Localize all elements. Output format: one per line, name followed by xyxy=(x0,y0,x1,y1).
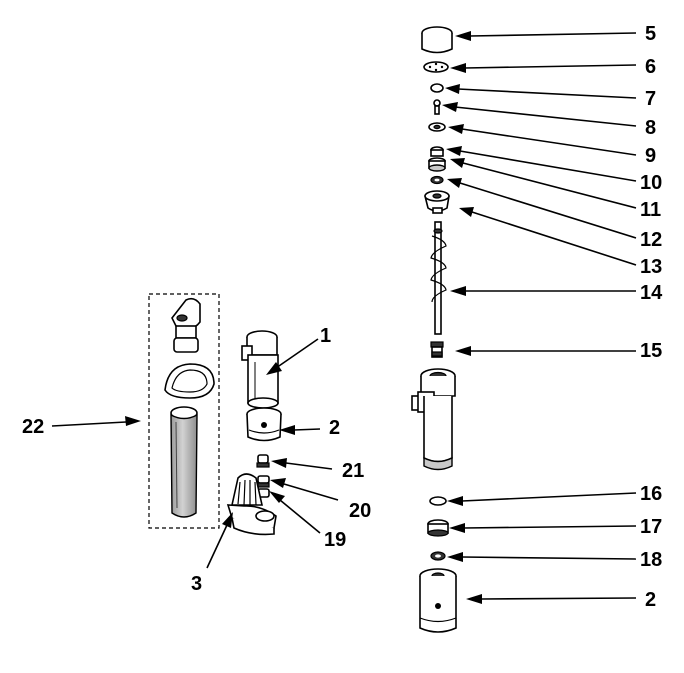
part-plate xyxy=(423,61,449,73)
callout-1: 1 xyxy=(320,325,331,347)
callout-3: 3 xyxy=(191,573,202,595)
callout-12: 12 xyxy=(640,229,662,251)
callout-19: 19 xyxy=(324,529,346,551)
callout-6: 6 xyxy=(645,56,656,78)
callout-11: 11 xyxy=(640,199,661,221)
part-o-ring-small xyxy=(430,83,444,93)
part-bushing xyxy=(430,146,444,157)
callout-2-right: 2 xyxy=(645,589,656,611)
callout-13: 13 xyxy=(640,256,662,278)
belt-loop xyxy=(164,363,215,399)
callout-14: 14 xyxy=(640,282,663,304)
small-seal-stack xyxy=(256,454,270,498)
part-base-lower xyxy=(419,568,457,633)
callout-5: 5 xyxy=(645,23,656,45)
part-bearing xyxy=(430,551,446,561)
callout-9: 9 xyxy=(645,145,656,167)
part-gland xyxy=(427,519,449,537)
callout-2-left: 2 xyxy=(329,417,340,439)
part-screw-shaft xyxy=(430,221,447,335)
callout-18: 18 xyxy=(640,549,662,571)
part-seal xyxy=(430,175,444,185)
callout-22: 22 xyxy=(22,416,44,438)
part-fitting xyxy=(430,341,444,358)
callout-7: 7 xyxy=(645,88,656,110)
part-pin xyxy=(433,99,441,115)
callout-20: 20 xyxy=(349,500,371,522)
housing-base xyxy=(246,407,282,442)
filter-tube xyxy=(170,406,198,518)
kit-outline-box xyxy=(148,293,220,529)
part-collar xyxy=(428,157,446,172)
part-cap xyxy=(421,26,453,54)
callout-15: 15 xyxy=(640,340,662,362)
leader-lines xyxy=(51,31,637,604)
part-ring xyxy=(428,122,446,132)
callout-21: 21 xyxy=(342,460,364,482)
callout-16: 16 xyxy=(640,483,662,505)
elbow-fitting xyxy=(171,297,201,353)
part-o-ring-large xyxy=(429,496,447,506)
motor-assembly xyxy=(226,473,277,536)
pump-housing xyxy=(241,330,279,409)
main-cylinder xyxy=(411,368,456,471)
part-flange xyxy=(424,190,450,214)
callout-10: 10 xyxy=(640,172,662,194)
callout-17: 17 xyxy=(640,516,662,538)
callout-8: 8 xyxy=(645,117,656,139)
